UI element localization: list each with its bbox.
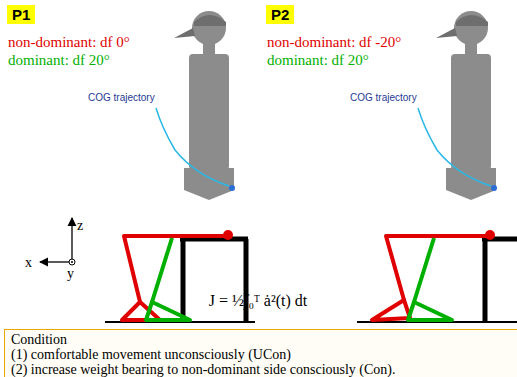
node-heading: P1 <box>12 6 30 23</box>
condition-label: dominant: df 20° <box>8 52 110 69</box>
node-heading: P2 <box>271 6 289 23</box>
axis-label: y <box>67 266 74 281</box>
node-text: (2) increase weight bearing to non-domin… <box>11 362 517 377</box>
condition-label: dominant: df 20° <box>267 52 369 69</box>
leader-label: COG trajectory <box>350 92 417 103</box>
figure-p1 <box>105 11 255 322</box>
condition-label: non-dominant: df -20° <box>267 34 401 51</box>
node-text: (1) comfortable movement unconsciously (… <box>11 347 517 362</box>
node-heading: Condition <box>11 332 517 347</box>
condition-label: non-dominant: df 0° <box>8 34 130 51</box>
axis-label: x <box>25 255 32 270</box>
axes <box>40 218 75 265</box>
condition-box: Condition(1) comfortable movement uncons… <box>4 329 517 377</box>
panel-tag: P2 <box>266 5 294 24</box>
leader-label: COG trajectory <box>88 92 155 103</box>
figure-p2 <box>357 11 517 322</box>
formula: J = ½∫₀ᵀ ȧ²(t) dt <box>209 292 307 310</box>
axis-label: z <box>77 218 83 233</box>
panel-tag: P1 <box>7 5 35 24</box>
